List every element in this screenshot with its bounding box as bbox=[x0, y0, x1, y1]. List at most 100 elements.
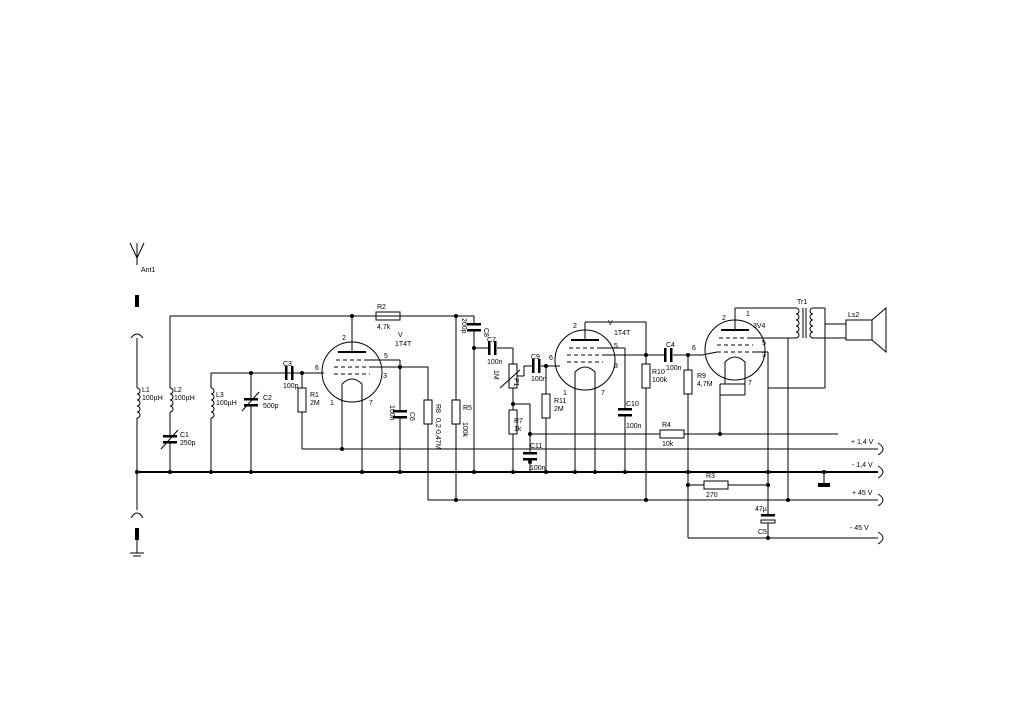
c4-label: C4 bbox=[666, 342, 675, 349]
v2-pin3: 3 bbox=[614, 363, 618, 370]
r5-value: 100k bbox=[461, 422, 468, 438]
v3-pin5: 5 bbox=[762, 340, 766, 347]
c4-value: 100n bbox=[666, 365, 682, 372]
v2-pin5: 5 bbox=[614, 343, 618, 350]
resistor-r8: R8 0,2-0,47M bbox=[423, 399, 441, 450]
resistor-r1: R1 2M bbox=[297, 387, 320, 413]
r10-label: R10 bbox=[652, 369, 665, 376]
l3-value: 100µH bbox=[216, 400, 237, 407]
resistor-r2: R2 4,7k bbox=[375, 304, 401, 331]
r2-label: R2 bbox=[377, 304, 386, 311]
capacitor-c4: C4 100n bbox=[664, 342, 682, 372]
resistor-r3: R3 270 bbox=[703, 473, 729, 499]
l3-label: L3 bbox=[216, 392, 224, 399]
ground-terminal bbox=[135, 528, 139, 540]
r8-label: R8 bbox=[434, 404, 441, 413]
c1-label: C1 bbox=[180, 432, 189, 439]
c10-value: 100n bbox=[626, 423, 642, 430]
v1-pin7: 7 bbox=[369, 400, 373, 407]
resistor-r7: R7 1k bbox=[508, 409, 523, 435]
r9-value: 4,7M bbox=[697, 381, 713, 388]
capacitor-c3: C3 100p bbox=[283, 361, 299, 390]
potentiometer-p1[interactable]: 1M P1 bbox=[492, 363, 521, 389]
v1-type: 1T4T bbox=[395, 341, 412, 348]
c11-label: C11 bbox=[530, 443, 542, 450]
v1-pin5: 5 bbox=[384, 353, 388, 360]
v1-label: V bbox=[398, 332, 403, 339]
c7-value: 100n bbox=[487, 359, 503, 366]
v2-type: 1T4T bbox=[614, 330, 631, 337]
c2-label: C2 bbox=[263, 395, 272, 402]
loudspeaker-icon: Ls2 bbox=[845, 306, 887, 354]
r1-label: R1 bbox=[310, 392, 319, 399]
c8-value: 200p bbox=[460, 318, 467, 334]
r7-label: R7 bbox=[514, 418, 523, 425]
v2-pin6: 6 bbox=[549, 355, 553, 362]
r5-label: R5 bbox=[463, 405, 472, 412]
c9-value: 100n bbox=[531, 376, 547, 383]
terminal-plus-1-4v bbox=[877, 442, 884, 456]
r11-value: 2M bbox=[554, 406, 564, 413]
ground-socket bbox=[130, 512, 144, 519]
v3-pin6: 6 bbox=[692, 345, 696, 352]
capacitor-c1: C1 250p bbox=[160, 429, 196, 450]
r3-label: R3 bbox=[706, 473, 715, 480]
tr1-label: Tr1 bbox=[797, 299, 807, 306]
c5-label: C5 bbox=[758, 529, 767, 536]
c10-label: C10 bbox=[626, 401, 639, 408]
antenna-socket bbox=[130, 333, 144, 339]
l2-value: 100µH bbox=[174, 395, 195, 402]
v3-pin1: 1 bbox=[746, 311, 750, 318]
terminal-minus-1-4v bbox=[877, 465, 884, 479]
antenna-terminal bbox=[135, 295, 139, 307]
r4-value: 10k bbox=[662, 441, 674, 448]
tube-v2: V 1T4T 2 5 6 3 1 7 bbox=[549, 320, 631, 397]
v3-pin3: 3 bbox=[762, 352, 766, 359]
capacitor-c5: 47µ C5 bbox=[755, 506, 776, 536]
p1-label: P1 bbox=[512, 378, 519, 387]
capacitor-c7: C7 100n bbox=[487, 337, 503, 366]
antenna: Ant1 bbox=[129, 242, 156, 274]
coil-l1: L1 100µH bbox=[136, 387, 163, 419]
terminal-plus-45v bbox=[877, 493, 884, 507]
v2-pin2: 2 bbox=[573, 323, 577, 330]
c11-value: 100n bbox=[530, 465, 546, 472]
p1-value: 1M bbox=[492, 370, 499, 380]
capacitor-c9: C9 100n bbox=[531, 354, 547, 383]
l1-value: 100µH bbox=[142, 395, 163, 402]
resistor-r9: R9 4,7M bbox=[683, 369, 713, 395]
v2-pin1: 1 bbox=[563, 390, 567, 397]
v2-label: V bbox=[608, 320, 613, 327]
c1-value: 250p bbox=[180, 440, 196, 447]
v3-type: 3V4 bbox=[753, 323, 766, 330]
capacitor-c8: 200p C8 bbox=[460, 318, 489, 337]
c3-label: C3 bbox=[283, 361, 292, 368]
capacitor-c11: C11 100n bbox=[523, 443, 546, 472]
r9-label: R9 bbox=[697, 373, 706, 380]
r7-value: 1k bbox=[514, 426, 522, 433]
capacitor-c6: 100n C6 bbox=[388, 405, 415, 421]
r4-label: R4 bbox=[662, 422, 671, 429]
capacitor-c10: C10 100n bbox=[618, 401, 642, 430]
ant1-label: Ant1 bbox=[141, 267, 156, 274]
coil-l3: L3 100µH bbox=[210, 387, 237, 419]
ls2-label: Ls2 bbox=[848, 312, 859, 319]
v1-pin2: 2 bbox=[342, 335, 346, 342]
l1-label: L1 bbox=[142, 387, 150, 394]
label-minus-45v: - 45 V bbox=[850, 525, 869, 532]
r2-value: 4,7k bbox=[377, 324, 391, 331]
ground-marker bbox=[818, 483, 830, 487]
resistor-r4: R4 10k bbox=[659, 422, 685, 448]
label-plus-1-4v: + 1,4 V bbox=[851, 439, 874, 446]
c2-value: 500p bbox=[263, 403, 279, 410]
terminal-minus-45v bbox=[877, 531, 884, 545]
capacitor-c2: C2 500p bbox=[241, 391, 279, 412]
r3-value: 270 bbox=[706, 492, 718, 499]
resistor-r5: R5 100k bbox=[451, 399, 472, 438]
v1-pin1: 1 bbox=[330, 400, 334, 407]
label-minus-1-4v: - 1,4 V bbox=[852, 462, 873, 469]
r1-value: 2M bbox=[310, 400, 320, 407]
resistor-r10: R10 100k bbox=[641, 363, 668, 389]
l2-label: L2 bbox=[174, 387, 182, 394]
